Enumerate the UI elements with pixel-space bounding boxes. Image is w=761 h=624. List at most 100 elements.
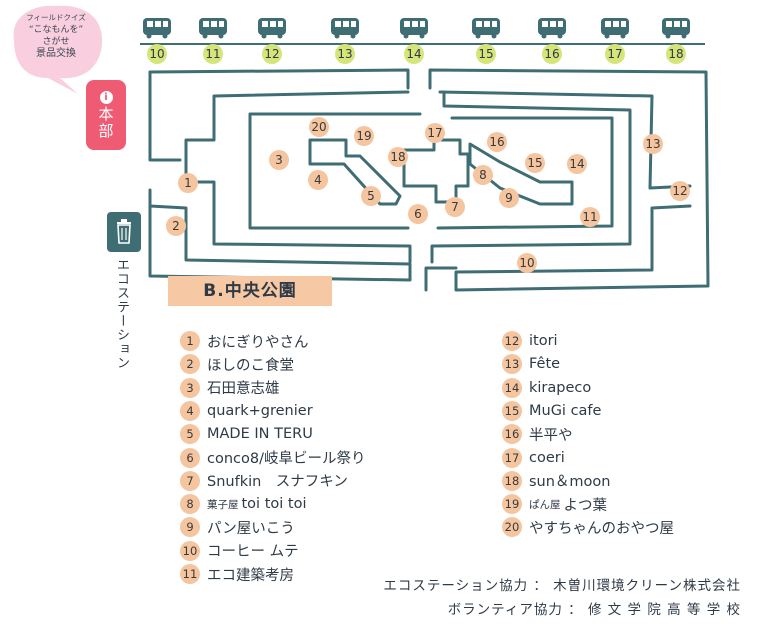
legend-name: kirapeco — [529, 379, 592, 396]
bus-stop-number: 10 — [149, 47, 164, 61]
legend-item-14: 14 kirapeco — [502, 377, 591, 399]
trash-can-icon — [117, 219, 131, 244]
bus-stop: 10 — [143, 18, 171, 64]
map-marker-5: 5 — [361, 186, 381, 206]
bus-icon — [601, 18, 629, 39]
map-marker-20: 20 — [309, 117, 329, 137]
legend-name: Snufkin スナフキン — [207, 474, 348, 491]
bubble-line1: フィールドクイズ — [26, 13, 86, 22]
headquarters-label: 本部 — [96, 105, 115, 140]
legend-prefix: ぱん屋 — [529, 498, 561, 511]
bus-stop-marker: 17 — [605, 44, 625, 64]
svg-text:12: 12 — [672, 184, 687, 198]
bus-icon — [331, 18, 359, 39]
bus-stop-number: 14 — [406, 47, 421, 61]
bus-stop-number: 17 — [607, 47, 622, 61]
quiz-bubble-container: フィールドクイズ “こなもんを” さがせ 景品交換 — [4, 2, 108, 92]
legend-number: 14 — [502, 377, 522, 398]
legend-number: 10 — [180, 540, 200, 561]
map-marker-4: 4 — [308, 170, 328, 190]
legend-item-7: 7 Snufkin スナフキン — [180, 470, 348, 492]
info-icon: i — [99, 90, 113, 104]
legend-item-5: 5 MADE IN TERU — [180, 423, 313, 445]
bus-stop: 16 — [538, 18, 566, 64]
legend-name: MADE IN TERU — [207, 426, 313, 443]
bus-stop: 13 — [331, 18, 359, 64]
map-marker-2: 2 — [166, 216, 186, 236]
bus-stop-number: 12 — [264, 47, 279, 61]
bus-stop-marker: 13 — [335, 44, 355, 64]
bus-stop-number: 16 — [544, 47, 559, 61]
svg-text:4: 4 — [314, 173, 322, 187]
map-marker-3: 3 — [269, 150, 289, 170]
legend-number: 9 — [180, 517, 200, 538]
svg-text:3: 3 — [275, 153, 283, 167]
legend-number: 4 — [180, 400, 200, 421]
svg-text:1: 1 — [184, 176, 192, 190]
legend-item-16: 16 半平や — [502, 423, 573, 445]
legend-name: 半平や — [529, 427, 573, 444]
bubble-line3: さがせ — [42, 37, 70, 47]
bus-stop-marker: 11 — [203, 44, 223, 64]
legend-number: 6 — [180, 447, 200, 468]
map-marker-12: 12 — [670, 181, 690, 201]
legend-name: coeri — [529, 449, 565, 466]
legend-number: 13 — [502, 354, 522, 375]
map-marker-19: 19 — [354, 126, 374, 146]
legend-name: MuGi cafe — [529, 402, 602, 419]
map-title: B.中央公園 — [168, 276, 332, 306]
map-marker-8: 8 — [473, 165, 493, 185]
bubble-line4: 景品交換 — [36, 48, 76, 59]
legend-name: ほしのこ食堂 — [207, 357, 294, 374]
bus-stop-marker: 14 — [404, 44, 424, 64]
bus-stop-marker: 16 — [542, 44, 562, 64]
legend-number: 11 — [180, 564, 200, 584]
headquarters-sign: i 本部 — [86, 80, 126, 150]
bus-stop: 15 — [472, 18, 500, 64]
legend-item-10: 10 コーヒー ムテ — [180, 540, 299, 562]
map-marker-17: 17 — [425, 123, 445, 143]
park-paths — [148, 68, 710, 292]
bus-icon — [258, 18, 286, 39]
map-marker-15: 15 — [525, 153, 545, 173]
quiz-bubble — [13, 5, 103, 94]
svg-text:20: 20 — [311, 120, 326, 134]
bus-icon — [143, 18, 171, 39]
legend-name: 石田意志雄 — [207, 381, 280, 398]
svg-text:7: 7 — [451, 200, 459, 214]
bus-stop-number: 18 — [668, 47, 683, 61]
eco-station-sign — [107, 212, 141, 252]
map-marker-14: 14 — [567, 154, 587, 174]
credit-volunteer: ボランティア協力 ： 修 文 学 院 高 等 学 校 — [447, 602, 741, 618]
legend-name: toi toi toi — [241, 496, 307, 513]
bus-stop: 18 — [662, 18, 690, 64]
legend-number: 18 — [502, 470, 522, 491]
svg-text:6: 6 — [414, 207, 422, 221]
legend-number: 16 — [502, 424, 522, 445]
legend-item-18: 18 sun＆moon — [502, 470, 611, 492]
svg-text:5: 5 — [367, 189, 375, 203]
svg-text:15: 15 — [527, 156, 542, 170]
legend-number: 5 — [180, 424, 200, 445]
bus-stop-number: 11 — [205, 47, 220, 61]
map-marker-18: 18 — [388, 147, 408, 167]
svg-text:9: 9 — [505, 191, 513, 205]
legend-name: よつ葉 — [563, 497, 608, 514]
svg-text:10: 10 — [519, 256, 534, 270]
svg-text:13: 13 — [645, 137, 660, 151]
legend-number: 7 — [180, 470, 200, 491]
legend-number: 2 — [180, 354, 200, 375]
map-marker-11: 11 — [580, 207, 600, 227]
legend-name: コーヒー ムテ — [207, 544, 299, 561]
legend-name: sun＆moon — [529, 474, 611, 491]
legend-name: やすちゃんのおやつ屋 — [529, 520, 674, 537]
map-marker-9: 9 — [499, 188, 519, 208]
